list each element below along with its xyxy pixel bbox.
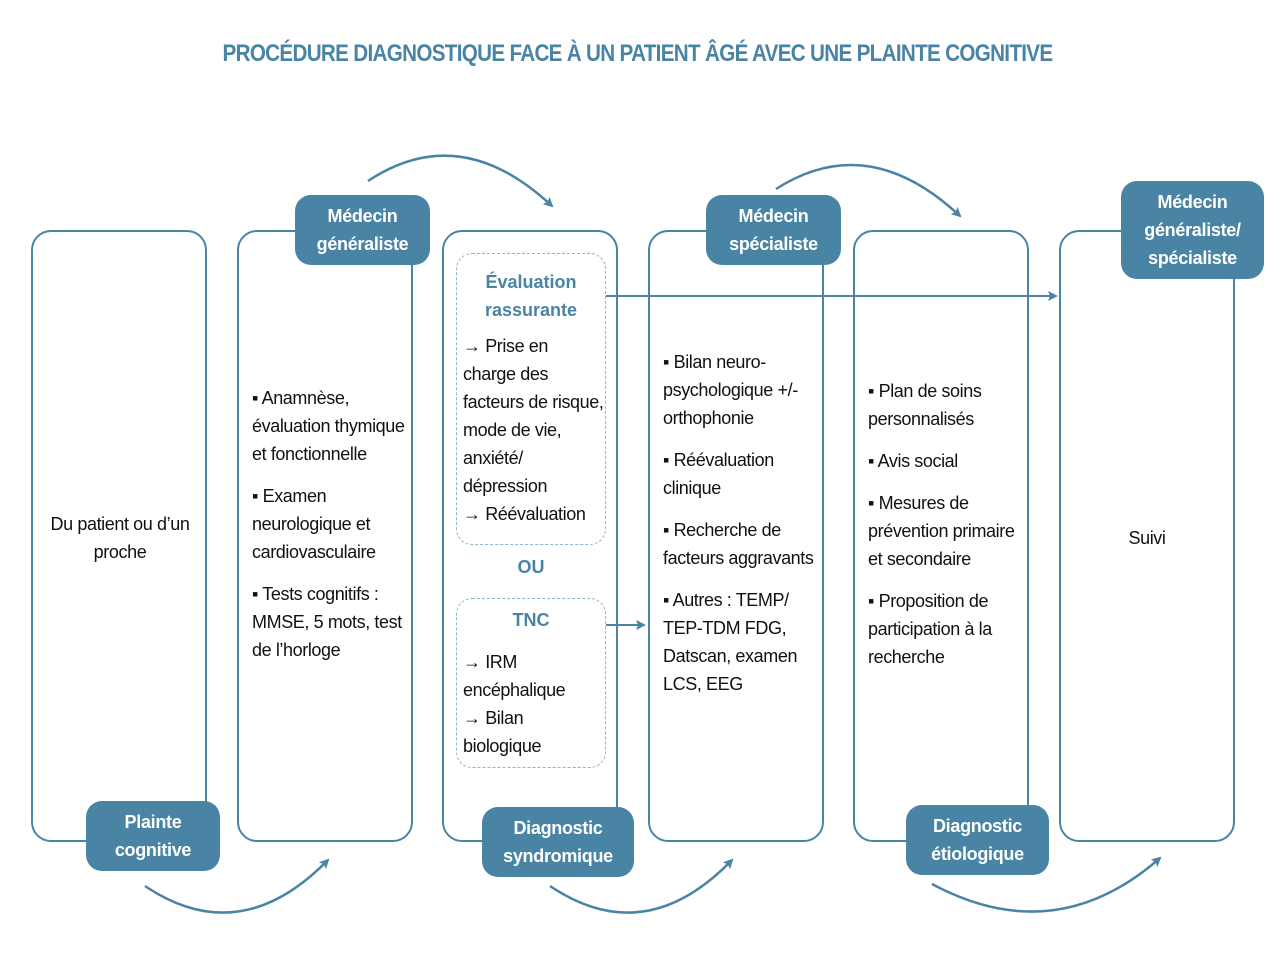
- option-title: Évaluation rassurante: [484, 272, 578, 320]
- specialist-action-item: ▪ Recherche de facteurs aggravants: [663, 520, 814, 568]
- tag-diagnostic-syndromique: Diagnostic syndromique: [482, 807, 634, 877]
- gp-action-item: ▪ Examen neurologique et cardiovasculair…: [252, 486, 376, 562]
- column-follow-up: [1059, 230, 1235, 842]
- specialist-action-item: ▪ Autres : TEMP/ TEP-TDM FDG, Datscan, e…: [663, 590, 798, 694]
- option-tnc: TNC → IRM encéphalique → Bilan biologiqu…: [456, 598, 606, 768]
- etiological-action-item: ▪ Proposition de participation à la rech…: [868, 591, 992, 667]
- etiological-action-item: ▪ Plan de soins personnalisés: [868, 381, 982, 429]
- tag-medecin-generaliste-specialiste: Médecin généraliste/ spécialiste: [1121, 181, 1264, 279]
- option-line: → Bilan biologique: [463, 708, 542, 756]
- gp-action-item: ▪ Anamnèse, évaluation thymique et fonct…: [252, 388, 405, 464]
- column-etiological-diagnosis: [853, 230, 1029, 842]
- follow-up-text: Suivi: [1070, 524, 1224, 552]
- etiological-action-item: ▪ Mesures de prévention primaire et seco…: [868, 493, 1015, 569]
- specialist-action-item: ▪ Bilan neuro-psychologique +/- orthopho…: [663, 352, 798, 428]
- specialist-actions-list: ▪ Bilan neuro-psychologique +/- orthopho…: [663, 348, 818, 712]
- tag-diagnostic-etiologique: Diagnostic étiologique: [906, 805, 1049, 875]
- tag-plainte-cognitive: Plainte cognitive: [86, 801, 220, 871]
- option-line: → IRM encéphalique: [463, 652, 566, 700]
- column-complaint: [31, 230, 207, 842]
- column-general-practitioner: [237, 230, 413, 842]
- complaint-source-text: Du patient ou d’un proche: [45, 510, 195, 566]
- follow-up-label: Suivi: [1128, 528, 1166, 548]
- diagram-title: PROCÉDURE DIAGNOSTIQUE FACE À UN PATIENT…: [222, 40, 1054, 67]
- etiological-actions-list: ▪ Plan de soins personnalisés ▪ Avis soc…: [868, 377, 1023, 685]
- etiological-action-item: ▪ Avis social: [868, 451, 958, 471]
- option-reassuring-evaluation: Évaluation rassurante → Prise en charge …: [456, 253, 606, 545]
- specialist-action-item: ▪ Réévaluation clinique: [663, 450, 774, 498]
- column-specialist: [648, 230, 824, 842]
- complaint-source: Du patient ou d’un proche: [50, 514, 190, 562]
- gp-action-item: ▪ Tests cognitifs : MMSE, 5 mots, test d…: [252, 584, 402, 660]
- gp-actions-list: ▪ Anamnèse, évaluation thymique et fonct…: [252, 384, 407, 678]
- tag-medecin-specialiste: Médecin spécialiste: [706, 195, 841, 265]
- or-separator: OU: [517, 557, 545, 577]
- option-line: → Réévaluation: [463, 504, 586, 524]
- tag-medecin-generaliste: Médecin généraliste: [295, 195, 430, 265]
- option-line: → Prise en charge des facteurs de risque…: [463, 336, 604, 496]
- option-title: TNC: [512, 610, 550, 630]
